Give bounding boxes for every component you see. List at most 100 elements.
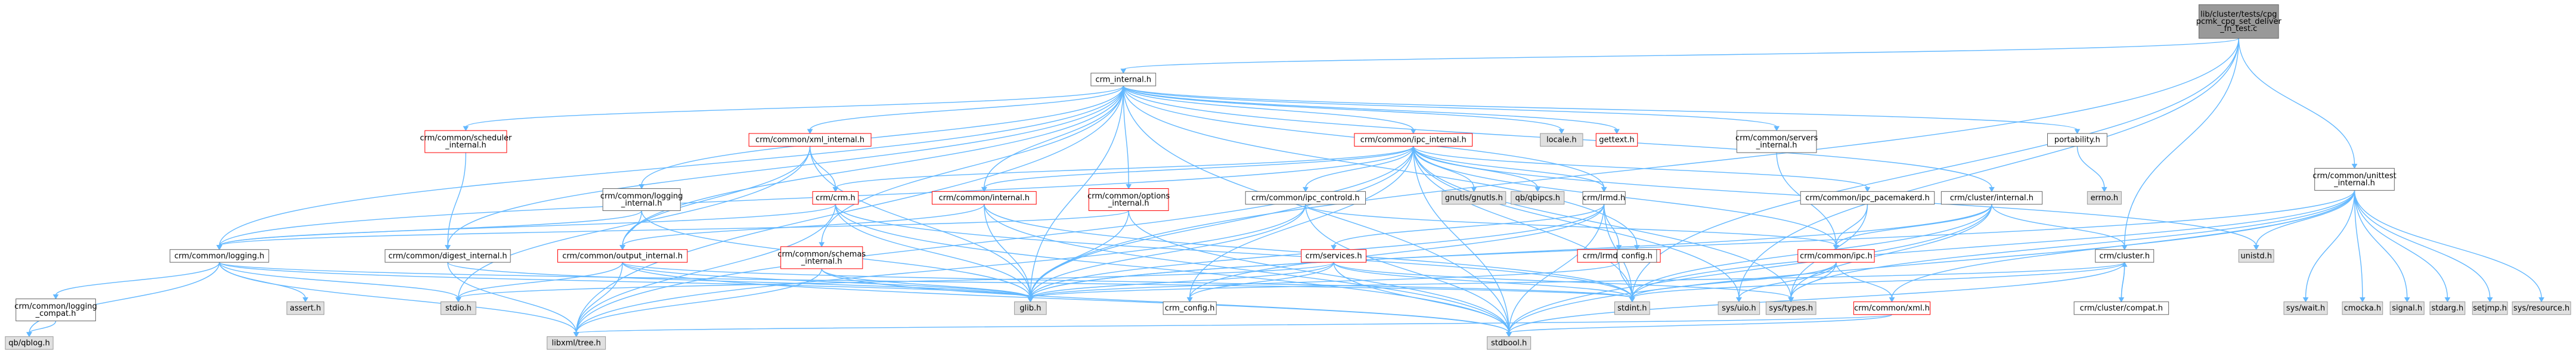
node-portability[interactable]: portability.h	[2047, 133, 2107, 147]
node-common_xml[interactable]: crm/common/xml.h	[1853, 301, 1931, 315]
edge-unittest_internal-to-stdbool	[1508, 190, 2355, 333]
node-cluster_h[interactable]: crm/cluster.h	[2095, 249, 2155, 263]
node-servers_internal[interactable]: crm/common/servers_internal.h	[1735, 130, 1818, 153]
node-box-ipc_pacemakerd	[1800, 191, 1935, 205]
node-logging_internal[interactable]: crm/common/logging_internal.h	[600, 188, 683, 211]
edge-crm_internal-to-options_internal	[1123, 86, 1129, 185]
node-label-xml_internal: crm/common/xml_internal.h	[755, 136, 864, 145]
node-box-qblog	[5, 336, 54, 350]
edge-common_internal-to-output_internal	[622, 204, 985, 247]
edge-crm_h-to-glib	[835, 204, 1031, 299]
node-crm_config[interactable]: crm_config.h	[1163, 301, 1217, 315]
arrowhead-crm_internal-to-cluster_internal	[1989, 187, 1995, 192]
edge-cluster_h-to-glib	[1030, 262, 2125, 299]
node-box-unittest_internal	[2314, 167, 2395, 191]
node-logging_compat[interactable]: crm/common/logging_compat.h	[14, 298, 97, 321]
node-label-qbipcs: qb/qbipcs.h	[1515, 194, 1560, 203]
node-label-output_internal: crm/common/output_internal.h	[562, 251, 683, 260]
node-label-stdbool: stdbool.h	[1491, 339, 1527, 347]
node-box-cluster_internal	[1940, 191, 2043, 205]
node-output_internal[interactable]: crm/common/output_internal.h	[557, 249, 688, 263]
node-box-libxml	[547, 336, 606, 350]
edge-ipc_internal-to-crm_config	[1189, 146, 1414, 299]
edge-lrmd-to-stdbool	[1508, 204, 1605, 333]
node-services[interactable]: crm/services.h	[1301, 249, 1366, 263]
node-label-lrmd: crm/lrmd.h	[1583, 194, 1625, 203]
arrowhead-unittest_internal-to-stdbool	[1506, 332, 1512, 337]
node-lrmd[interactable]: crm/lrmd.h	[1582, 191, 1626, 205]
node-gettext[interactable]: gettext.h	[1595, 133, 1638, 147]
edge-ipc_controld-to-libxml	[575, 204, 1306, 333]
nodes-layer: lib/cluster/tests/cpgpcmk_cpg_set_delive…	[5, 4, 2571, 350]
node-config[interactable]: config.h	[1617, 249, 1657, 263]
node-label-unittest_internal: crm/common/unittest	[2312, 172, 2396, 181]
arrowhead-ipc_internal-to-lrmd	[1601, 187, 1607, 192]
edge-crm_internal-to-common_internal	[984, 86, 1124, 188]
edge-cluster_h-to-stdint	[1632, 262, 2125, 299]
node-crm_h[interactable]: crm/crm.h	[812, 191, 859, 205]
node-label-options_internal: _internal.h	[1108, 199, 1149, 208]
edge-ipc_controld-to-ipc_h	[1305, 204, 1837, 247]
arrowhead-ipc_internal-to-ipc_controld	[1303, 187, 1309, 192]
node-box-crm_internal	[1090, 73, 1157, 86]
node-label-sysresource: sys/resource.h	[2513, 304, 2569, 313]
node-unistd: unistd.h	[2238, 249, 2274, 263]
node-qblog: qb/qblog.h	[5, 336, 54, 350]
edge-lrmd-to-services	[1333, 204, 1605, 247]
node-label-assert: assert.h	[290, 304, 321, 313]
edge-crm_internal-to-glib	[1030, 86, 1124, 299]
node-digest_internal[interactable]: crm/common/digest_internal.h	[385, 249, 511, 263]
edge-unittest_internal-to-cmocka	[2354, 190, 2363, 299]
node-box-ipc_h	[1797, 249, 1875, 263]
node-options_internal[interactable]: crm/common/options_internal.h	[1087, 188, 1170, 211]
node-cluster_compat[interactable]: crm/cluster/compat.h	[2073, 301, 2169, 315]
arrowhead-crm_internal-to-options_internal	[1126, 184, 1132, 190]
node-xml_internal[interactable]: crm/common/xml_internal.h	[748, 133, 872, 147]
arrowhead-ipc_h-to-sysuio	[1736, 297, 1742, 303]
node-label-cmocka: cmocka.h	[2344, 304, 2382, 313]
node-label-root: lib/cluster/tests/cpg	[2200, 10, 2277, 19]
edge-options_internal-to-logging	[219, 210, 1129, 247]
edge-crm_internal-to-config	[1123, 86, 1638, 246]
arrowhead-crm_internal-to-xml_internal	[807, 129, 813, 134]
edge-root-to-stdint	[1632, 38, 2239, 299]
node-logging[interactable]: crm/common/logging.h	[169, 249, 269, 263]
edge-common_internal-to-stdbool	[984, 204, 1509, 333]
node-label-common_xml: crm/common/xml.h	[1854, 304, 1930, 313]
node-unittest_internal[interactable]: crm/common/unittest_internal.h	[2312, 167, 2397, 191]
edge-crm_internal-to-logging	[219, 86, 1124, 246]
node-box-portability	[2047, 133, 2107, 147]
edge-crm_internal-to-ipc_internal	[1123, 85, 1414, 131]
edge-ipc_controld-to-glib	[1030, 204, 1306, 299]
edge-output_internal-to-libxml	[575, 262, 623, 333]
node-root[interactable]: lib/cluster/tests/cpgpcmk_cpg_set_delive…	[2196, 4, 2282, 39]
node-ipc_pacemakerd[interactable]: crm/common/ipc_pacemakerd.h	[1800, 191, 1935, 205]
node-syswait: sys/wait.h	[2283, 301, 2328, 315]
node-label-root: _fn_test.c	[2219, 24, 2257, 33]
node-label-cluster_internal: crm/cluster/internal.h	[1950, 194, 2033, 203]
node-label-cluster_compat: crm/cluster/compat.h	[2080, 304, 2163, 313]
arrowhead-unittest_internal-to-stdarg	[2444, 297, 2451, 303]
node-ipc_internal[interactable]: crm/common/ipc_internal.h	[1354, 133, 1473, 147]
node-schemas_internal[interactable]: crm/common/schemas_internal.h	[777, 246, 866, 269]
node-scheduler_internal[interactable]: crm/common/scheduler_internal.h	[420, 130, 512, 153]
node-crm_internal[interactable]: crm_internal.h	[1090, 73, 1157, 86]
node-label-unittest_internal: _internal.h	[2333, 179, 2375, 188]
node-box-servers_internal	[1736, 130, 1817, 153]
node-common_internal[interactable]: crm/common/internal.h	[932, 191, 1037, 205]
node-box-output_internal	[557, 249, 688, 263]
node-ipc_controld[interactable]: crm/common/ipc_controld.h	[1245, 191, 1366, 205]
node-label-ipc_internal: crm/common/ipc_internal.h	[1360, 136, 1467, 145]
arrowhead-unittest_internal-to-signal	[2404, 297, 2410, 303]
node-box-stdint	[1614, 301, 1650, 315]
edge-schemas_internal-to-glib	[821, 268, 1031, 299]
node-cluster_internal[interactable]: crm/cluster/internal.h	[1940, 191, 2043, 205]
edge-root-to-unittest_internal	[2238, 38, 2355, 165]
arrowhead-services-to-stdio	[455, 297, 461, 303]
node-label-cluster_h: crm/cluster.h	[2099, 251, 2150, 260]
arrowhead-ipc_internal-to-common_internal	[981, 187, 987, 192]
node-ipc_h[interactable]: crm/common/ipc.h	[1797, 249, 1875, 263]
edge-ipc_internal-to-glib	[1030, 146, 1414, 299]
node-box-cluster_h	[2095, 249, 2155, 263]
node-label-logging_internal: _internal.h	[621, 199, 662, 208]
